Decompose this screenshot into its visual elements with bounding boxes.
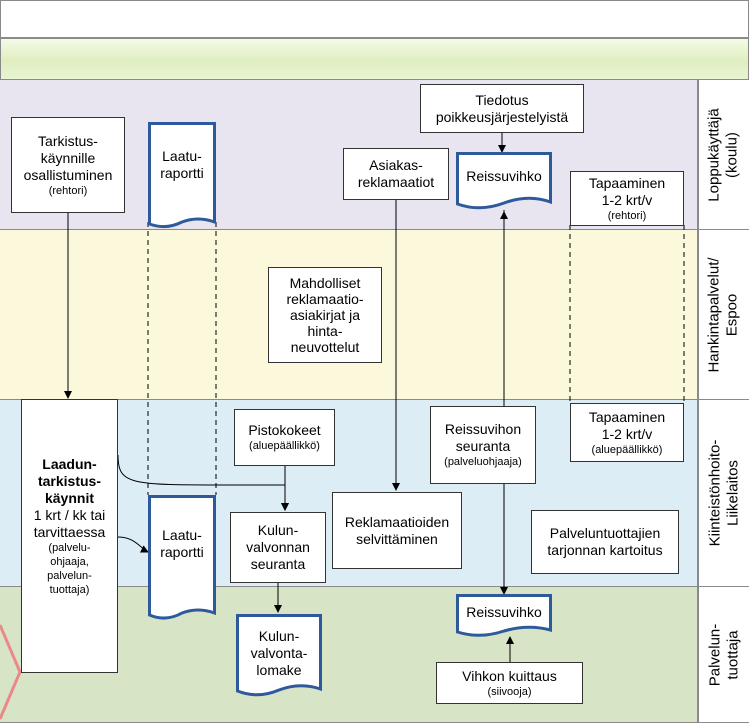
box-pistokokeet-note: (aluepäällikkö)	[249, 440, 320, 452]
box-laadun-note3: palvelun-	[47, 570, 92, 582]
box-tarkistus-line1: Tarkistus-	[38, 132, 98, 149]
box-mahdolliset: Mahdolliset reklamaatio- asiakirjat ja h…	[268, 267, 382, 363]
header-band-white	[0, 0, 749, 38]
box-laadun-line2: tarvittaessa	[33, 524, 106, 540]
box-vihkon-kuittaus: Vihkon kuittaus (siivooja)	[436, 662, 583, 704]
box-tiedotus-line1: Tiedotus	[475, 91, 529, 108]
doc-reissu-bottom-label: Reissuvihko	[466, 604, 542, 620]
box-reissuvihon-seuranta-line2: seuranta	[455, 438, 511, 454]
lane-label-kiinteisto: Kiinteistönhoito- Liikelaitos	[697, 400, 749, 587]
box-vihkon-kuittaus-line1: Vihkon kuittaus	[462, 667, 557, 684]
box-mahdolliset-line3: asiakirjat ja	[289, 307, 361, 323]
box-tapaaminen-koulu: Tapaaminen 1-2 krt/v (rehtori)	[570, 171, 684, 226]
box-tarkistus-line3: osallistuminen	[23, 166, 113, 183]
doc-laatu-top: Laatu- raportti	[148, 122, 216, 232]
box-tarkistus-note: (rehtori)	[48, 184, 88, 197]
box-asiakas: Asiakas- reklamaatiot	[343, 148, 449, 200]
doc-reissu-top: Reissuvihko	[456, 152, 552, 212]
lane-label-loppukayttaja: Loppukäyttäjä (koulu)	[697, 80, 749, 230]
box-pistokokeet: Pistokokeet (aluepäällikkö)	[234, 409, 335, 466]
lane-label-palveluntuottaja: Palvelun- tuottaja	[697, 587, 749, 723]
box-reissuvihon-seuranta: Reissuvihon seuranta (palveluohjaaja)	[430, 406, 536, 484]
box-mahdolliset-line5: neuvottelut	[290, 339, 360, 355]
box-tiedotus-line2: poikkeusjärjestelyistä	[435, 108, 569, 125]
doc-laatu-bottom: Laatu- raportti	[148, 495, 216, 625]
box-kulunvalvonnan: Kulun- valvonnan seuranta	[230, 512, 326, 583]
box-vihkon-kuittaus-note: (siivooja)	[487, 685, 532, 698]
chevron-shape	[0, 624, 22, 720]
arrow-laadun-to-kulun	[117, 454, 289, 511]
box-laadun-note1: (palvelu-	[48, 542, 91, 554]
doc-reissu-bottom: Reissuvihko	[456, 594, 552, 640]
box-tapaaminen-liike: Tapaaminen 1-2 krt/v (aluepäällikkö)	[570, 403, 684, 462]
box-reklamaatioiden: Reklamaatioiden selvittäminen	[332, 492, 462, 569]
doc-reissu-top-label: Reissuvihko	[466, 168, 542, 184]
box-reklamaatioiden-line2: selvittäminen	[356, 530, 438, 547]
header-band-green	[0, 38, 749, 80]
box-laadun-title3: käynnit	[44, 490, 94, 506]
box-tapaaminen-koulu-line1: Tapaaminen	[588, 174, 666, 191]
box-reissuvihon-seuranta-note: (palveluohjaaja)	[444, 456, 522, 468]
box-tiedotus: Tiedotus poikkeusjärjestelyistä	[420, 84, 584, 133]
box-mahdolliset-line4: hinta-	[307, 323, 343, 339]
box-tarkistus-line2: käynnille	[40, 149, 96, 166]
doc-kulunvalvonta-lomake: Kulun- valvonta- lomake	[236, 614, 322, 700]
box-tapaaminen-liike-note: (aluepäällikkö)	[591, 443, 663, 456]
box-laadun-title1: Laadun-	[42, 456, 97, 472]
box-asiakas-line2: reklamaatiot	[357, 174, 435, 190]
box-mahdolliset-line2: reklamaatio-	[286, 291, 364, 307]
arrow-laadun-to-laatu	[117, 536, 149, 553]
doc-laatu-bottom-label: Laatu- raportti	[160, 527, 204, 560]
box-asiakas-line1: Asiakas-	[369, 157, 423, 173]
box-kulunvalvonnan-line3: seuranta	[250, 556, 306, 572]
box-mahdolliset-line1: Mahdolliset	[289, 275, 361, 291]
lane-label-hankinta: Hankintapalvelut/ Espoo	[697, 230, 749, 400]
box-tapaaminen-koulu-line2: 1-2 krt/v	[601, 191, 653, 208]
box-tarkistus: Tarkistus- käynnille osallistuminen (reh…	[11, 117, 125, 213]
doc-kulunvalvonta-lomake-label: Kulun- valvonta- lomake	[250, 628, 308, 678]
box-pistokokeet-line1: Pistokokeet	[248, 422, 321, 438]
box-laadun-title2: tarkistus-	[37, 473, 102, 489]
box-tapaaminen-koulu-note: (rehtori)	[607, 209, 647, 222]
box-palveluntuottajien: Palveluntuottajien tarjonnan kartoitus	[531, 510, 679, 574]
box-laadun-line1: 1 krt / kk tai	[33, 507, 106, 523]
box-palveluntuottajien-line1: Palveluntuottajien	[549, 525, 661, 541]
doc-laatu-top-label: Laatu- raportti	[160, 148, 204, 181]
box-reklamaatioiden-line1: Reklamaatioiden	[344, 513, 450, 530]
box-reissuvihon-seuranta-line1: Reissuvihon	[444, 421, 522, 437]
box-laadun-note2: ohjaaja,	[50, 556, 89, 568]
box-laadun-note4: tuottaja)	[49, 584, 90, 596]
box-tapaaminen-liike-line2: 1-2 krt/v	[601, 425, 653, 442]
box-tapaaminen-liike-line1: Tapaaminen	[588, 408, 666, 425]
box-kulunvalvonnan-line2: valvonnan	[246, 539, 310, 555]
box-palveluntuottajien-line2: tarjonnan kartoitus	[547, 542, 663, 558]
box-laadun: Laadun- tarkistus- käynnit 1 krt / kk ta…	[21, 399, 118, 673]
box-kulunvalvonnan-line1: Kulun-	[257, 522, 299, 538]
